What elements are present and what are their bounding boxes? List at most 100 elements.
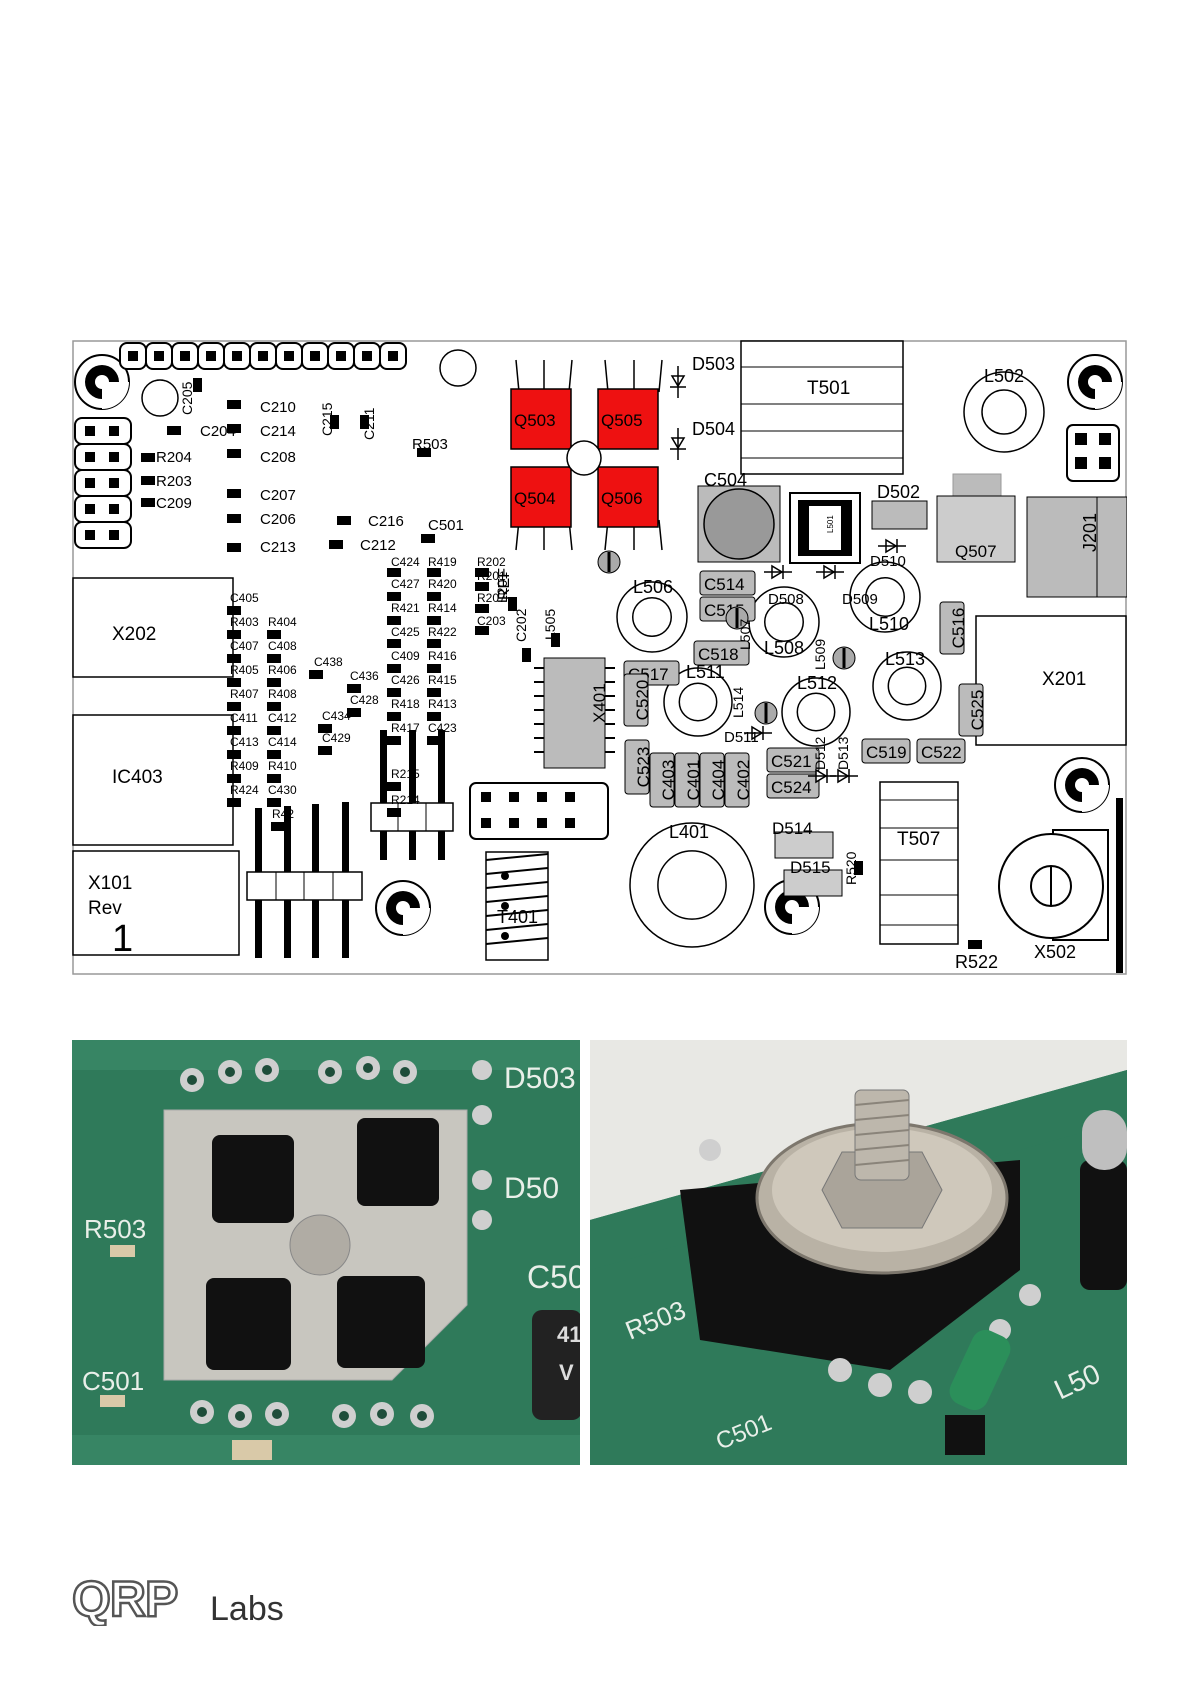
smd-r405 — [227, 678, 241, 687]
label-r203: R203 — [156, 473, 192, 490]
header-pin — [249, 342, 277, 370]
smd-c438 — [309, 670, 323, 679]
resistor-r522 — [968, 940, 982, 949]
label-cap: C402 — [734, 760, 753, 801]
label-r214: R214 — [391, 793, 420, 807]
smd-r42 — [271, 822, 285, 831]
smd-r207 — [475, 604, 489, 613]
label-q505: Q505 — [601, 411, 643, 430]
label-c405: C405 — [230, 591, 259, 605]
label-r417: R417 — [391, 721, 420, 735]
label-d514: D514 — [772, 819, 813, 838]
label-l507: L507 — [737, 619, 753, 650]
label-r215: R215 — [391, 767, 420, 781]
transistor-q503 — [510, 388, 572, 450]
label-l509: L509 — [812, 639, 828, 670]
label-c438: C438 — [314, 655, 343, 669]
smd-c214 — [227, 424, 241, 433]
label-c215: C215 — [319, 402, 335, 436]
smd-c501 — [421, 534, 435, 543]
smd-r215 — [387, 782, 401, 791]
smd-c216 — [337, 516, 351, 525]
header-pin — [223, 342, 251, 370]
label-c424: C424 — [391, 555, 420, 569]
smd-l505 — [551, 633, 560, 647]
label-c213: C213 — [260, 539, 296, 556]
label-cap: C514 — [704, 575, 745, 594]
mounting-hole-right — [1054, 757, 1110, 813]
photo-transistor-closeup: D503 D50 R503 C50 C501 41 V — [72, 1040, 580, 1465]
smd-r414 — [427, 616, 441, 625]
board-id-box — [72, 850, 240, 956]
toroid-l511: L511 — [663, 662, 733, 737]
smd-r203 — [141, 476, 155, 485]
capacitor-c401: C401 — [674, 752, 703, 808]
capacitor-c402: C402 — [724, 752, 753, 808]
smd-c411 — [227, 726, 241, 735]
smd-c427 — [387, 592, 401, 601]
connector-j201: J201 — [1026, 496, 1127, 598]
toroid-l510: L510 — [849, 561, 921, 634]
photo-left-label-d50: D50 — [504, 1172, 559, 1205]
smd-r403 — [227, 630, 241, 639]
label-r424: R424 — [230, 783, 259, 797]
header-pin — [275, 342, 303, 370]
label-c413: C413 — [230, 735, 259, 749]
label-r421: R421 — [391, 601, 420, 615]
mounting-hole-center — [375, 880, 431, 936]
label-l514: L514 — [730, 687, 746, 718]
label-r202: R202 — [477, 555, 506, 569]
smd-r408 — [267, 702, 281, 711]
logo-suffix: Labs — [210, 1590, 284, 1626]
mounting-hole-top-right — [1067, 354, 1123, 410]
label-ref: REF — [496, 568, 513, 600]
label-ic403: X401 — [590, 683, 609, 723]
smd-c208 — [227, 449, 241, 458]
photo-heatsink-bolt: R503 C501 L50 — [590, 1040, 1127, 1465]
label-d513: D513 — [835, 736, 851, 770]
label-r405: R405 — [230, 663, 259, 677]
smd-c209 — [141, 498, 155, 507]
smd-c434 — [318, 724, 332, 733]
header-pin-pair — [74, 495, 132, 523]
smd-c424 — [387, 568, 401, 577]
smd-c210 — [227, 400, 241, 409]
transistor-q504 — [510, 466, 572, 528]
smd-r202 — [475, 568, 489, 577]
label-c209: C209 — [156, 495, 192, 512]
pin-header-vertical-mid — [370, 730, 454, 860]
label-c214: C214 — [260, 423, 296, 440]
hole — [141, 379, 179, 417]
smd-c414 — [267, 750, 281, 759]
capacitor-c522: C522 — [916, 738, 966, 764]
label-x401: IC403 — [112, 767, 163, 788]
capacitor-c519: C519 — [861, 738, 911, 764]
photo-left-label-c501: C501 — [82, 1366, 144, 1396]
label-q504: Q504 — [514, 489, 556, 508]
capacitor-c520: C520 — [623, 673, 652, 727]
smd-l201 — [508, 597, 517, 611]
label-j201: J201 — [1080, 513, 1100, 552]
pcb-layout-diagram: X202 IC403 X101 Rev 1 X201 T501 T507 — [72, 340, 1127, 975]
pin-header-center — [469, 782, 609, 840]
header-pin-pair — [74, 443, 132, 471]
smd-r417 — [387, 736, 401, 745]
label-l501: L501 — [826, 515, 835, 533]
smd-r409 — [227, 774, 241, 783]
label-r522: R522 — [955, 952, 998, 972]
label-r520: R520 — [843, 851, 859, 885]
smd-r410 — [267, 774, 281, 783]
toroid-l502: L502 — [963, 366, 1045, 453]
smd-c203 — [475, 626, 489, 635]
smd-r424 — [227, 798, 241, 807]
label-t501: T501 — [807, 378, 850, 399]
toroid-l513: L513 — [872, 649, 942, 721]
header-pin — [353, 342, 381, 370]
smd-c213 — [227, 543, 241, 552]
smd-c407 — [227, 654, 241, 663]
label-c204: C204 — [200, 423, 236, 440]
diode-d504 — [670, 428, 686, 460]
smd-r214 — [387, 808, 401, 817]
label-toroid: L513 — [885, 649, 925, 669]
label-toroid: L511 — [686, 662, 725, 682]
